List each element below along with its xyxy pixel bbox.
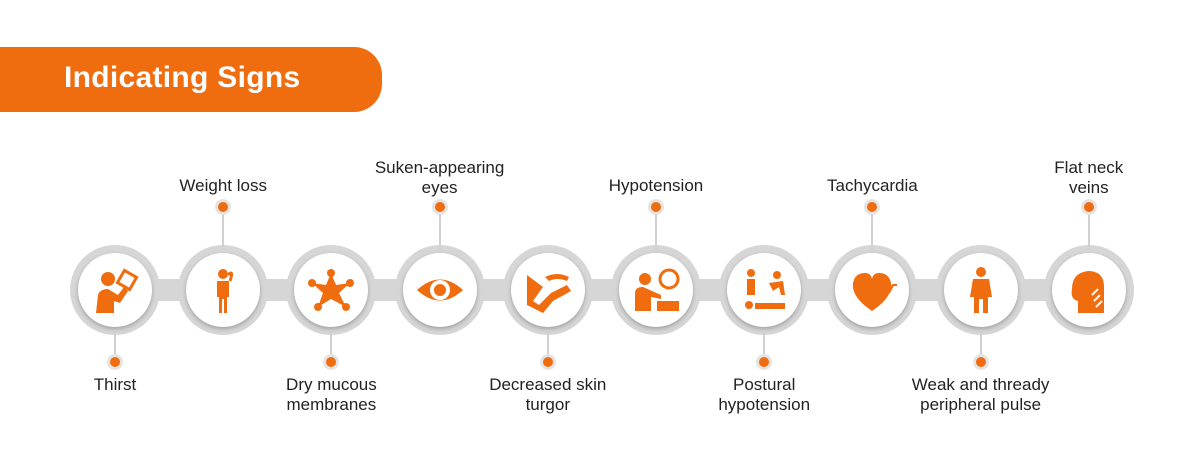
connector-line: [114, 330, 116, 362]
sign-node: [827, 245, 918, 335]
icon-circle: [78, 253, 152, 327]
marker-dot: [972, 354, 989, 370]
connector-line: [871, 210, 874, 250]
marker-dot: [323, 354, 340, 370]
icon-circle: [943, 253, 1018, 327]
marker-dot: [648, 199, 664, 215]
sign-node: [935, 245, 1026, 335]
sign-label: Dry mucous membranes: [286, 375, 377, 414]
title-banner: Indicating Signs: [0, 47, 382, 112]
sign-node: [719, 245, 810, 335]
connector-line: [546, 330, 549, 362]
icon-circle: [510, 253, 585, 327]
marker-dot: [756, 354, 773, 370]
heart-icon: [853, 273, 898, 311]
sign-node: [178, 245, 269, 335]
drinking-person-icon: [96, 268, 139, 313]
blood-pressure-icon: [635, 268, 680, 311]
fainting-person-icon: [745, 269, 786, 309]
sign-node: [394, 245, 485, 335]
connector-line: [438, 210, 441, 250]
connector-line: [222, 210, 225, 250]
sign-label: Tachycardia: [827, 176, 918, 195]
title: Indicating Signs: [64, 61, 301, 94]
sign-node: [1043, 245, 1134, 335]
sign-label: Hypotension: [608, 176, 704, 195]
marker-dot: [431, 199, 448, 215]
eye-icon: [416, 279, 463, 301]
sign-node: [70, 245, 160, 335]
sign-label: Postural hypotension: [718, 375, 811, 414]
sign-label: Thirst: [93, 375, 137, 394]
marker-dot: [539, 354, 556, 370]
connector-line: [763, 330, 766, 362]
icon-circle: [727, 253, 802, 327]
connector-line: [330, 330, 333, 362]
sign-node: [502, 245, 593, 335]
connector-line: [979, 330, 982, 362]
sign-node: [611, 245, 701, 335]
marker-dot: [107, 354, 123, 370]
thin-person-icon: [217, 269, 234, 313]
marker-dot: [864, 199, 881, 215]
marker-dot: [1080, 199, 1097, 215]
sign-label: Weak and thready peripheral pulse: [911, 375, 1050, 414]
icon-circle: [619, 253, 693, 327]
pinched-skin-icon: [526, 274, 571, 313]
icon-circle: [186, 253, 261, 327]
sign-node: [286, 245, 377, 335]
sign-label: Decreased skin turgor: [489, 375, 607, 414]
cell-icon: [308, 269, 355, 311]
icon-circle: [835, 253, 910, 327]
marker-dot: [215, 199, 232, 215]
sign-label: Flat neck veins: [1054, 158, 1124, 197]
neck-veins-icon: [1071, 271, 1104, 313]
sign-label: Suken-appearing eyes: [374, 158, 505, 197]
body-veins-icon: [969, 267, 992, 313]
sign-label: Weight loss: [179, 176, 267, 195]
icon-circle: [1051, 253, 1126, 327]
icon-circle: [402, 253, 477, 327]
connector-line: [655, 210, 657, 250]
connector-line: [1087, 210, 1090, 250]
icon-circle: [294, 253, 369, 327]
